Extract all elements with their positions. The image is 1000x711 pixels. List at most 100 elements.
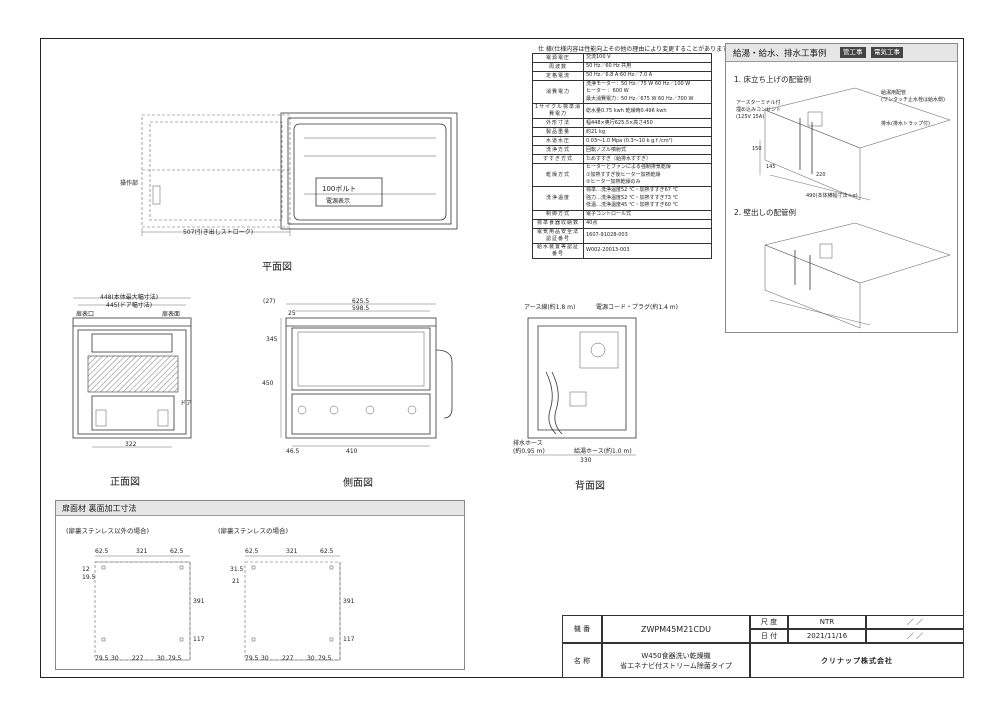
p2-top-0: 62.5 (245, 548, 259, 555)
plan-stroke-dim: 507(引き出しストローク) (183, 229, 254, 236)
back-label-1: 電源コード・プラグ(約1.4 m) (596, 304, 678, 311)
plan-tag-power: 電源表示 (326, 198, 351, 205)
tb-date: 2021/11/16 (788, 629, 866, 643)
tb-slash-2: ／ ／ (866, 629, 964, 643)
tb-scale: NTR (788, 615, 866, 629)
spec-key: 電源電圧 (532, 53, 584, 63)
proc-case-2: (扉裏ステンレスの場合) (218, 527, 289, 535)
p1-top-0: 62.5 (95, 548, 109, 555)
spec-key: 洗浄温度 (532, 186, 584, 211)
p1-bot-4: 79.5 (168, 655, 182, 662)
proc-panel: 扉面材 裏面加工寸法 (扉裏ステンレス以外の場合) (扉裏ステンレスの場合) (55, 500, 465, 670)
spec-value: W002-20013-003 (583, 242, 712, 259)
plan-view-label: 平面図 (262, 262, 292, 273)
spec-value: ためすすぎ（給排水すすぎ） (583, 154, 712, 165)
side-dim-7: 46.5 (286, 448, 300, 455)
spec-value: ヒーターとファンによる強制排気乾燥 ①加熱すすぎ後ヒーター加熱乾燥 ②ヒーター加… (583, 163, 712, 188)
front-label-1: 扉表面 (162, 311, 181, 318)
pipe-note-3: 排水(排水トラップ付) (881, 121, 930, 127)
front-label-0: 扉表口 (76, 311, 95, 318)
plan-view-drawing (141, 112, 458, 236)
p1-bot-3: 30 (157, 655, 165, 662)
back-view-label: 背面図 (575, 481, 605, 492)
spec-key: 消費電力 (532, 79, 584, 105)
p2-top-2: 62.5 (320, 548, 334, 555)
pipe-panel-title: 給湯・給水、排水工事例 (733, 49, 827, 59)
company-name: クリナップ株式会社 (750, 643, 964, 678)
p2-bot-0: 79.5 (245, 655, 259, 662)
p1-top-1: 321 (136, 548, 148, 555)
spec-key: 給水装置等認証番号 (532, 242, 584, 259)
side-dim-2: 598.5 (352, 305, 370, 312)
pipe-diagram-2 (764, 222, 951, 329)
front-dim-2: 322 (125, 441, 137, 448)
side-view-label: 側面図 (343, 478, 373, 489)
front-label-2: ドア (180, 400, 193, 407)
pipe-dim-0: 490(本体横幅寸法＋α) (806, 193, 858, 199)
spec-value: 0.03～1.0 Mpa (0.3～10 k g f /cm²) (583, 136, 712, 147)
p2-right-0: 391 (343, 598, 355, 605)
tb-name-1: W450食器洗い乾燥機 (641, 651, 711, 660)
p2-bot-1: 30 (261, 655, 269, 662)
spec-key: 水道水圧 (532, 136, 584, 147)
tb-scale-label: 尺 度 (750, 615, 788, 629)
spec-value: 交流100 V (583, 53, 712, 63)
p2-bot-2: 227 (282, 655, 294, 662)
pipe-panel: 給湯・給水、排水工事例 管工事 電気工事 1. 床立ち上げの配管例 2. 壁出し… (725, 43, 958, 333)
spec-key: 製品重量 (532, 127, 584, 138)
p1-bot-1: 30 (111, 655, 119, 662)
spec-row: 洗浄方式回転ノズル噴射式 (532, 145, 712, 156)
p1-bot-2: 227 (132, 655, 144, 662)
title-block: 機 番 ZWPM45M21CDU 尺 度 NTR ／ ／ 日 付 2021/11… (562, 615, 964, 678)
spec-key: 電気用品安全法 認証番号 (532, 227, 584, 244)
spec-row: 製品重量約21 kg (532, 127, 712, 138)
tb-model: ZWPM45M21CDU (602, 615, 750, 643)
side-dim-6: 410 (346, 448, 358, 455)
side-dim-1: 625.5 (352, 298, 370, 305)
side-dim-3: 25 (288, 310, 296, 317)
spec-value: 回転ノズル噴射式 (583, 145, 712, 156)
back-view-drawing (527, 317, 637, 456)
p2-bot-4: 79.5 (318, 655, 332, 662)
spec-row: 乾燥方式ヒーターとファンによる強制排気乾燥 ①加熱すすぎ後ヒーター加熱乾燥 ②ヒ… (532, 163, 712, 188)
p2-left-0: 31.5 (230, 566, 244, 573)
pipe-dim-1: 145 (766, 164, 776, 170)
spec-value: 電子コントロール式 (583, 209, 712, 220)
tb-name-label: 名 称 (562, 643, 602, 678)
pipe-dim-3: 150 (752, 146, 762, 152)
spec-key: 外形寸法 (532, 118, 584, 129)
p1-right-0: 391 (193, 598, 205, 605)
spec-key: 標準食器収納数 (532, 218, 584, 229)
spec-key: 洗浄方式 (532, 145, 584, 156)
spec-value: 洗浄モーター：50 Hz／75 W 60 Hz／100 W ヒーター ：600 … (583, 79, 712, 105)
spec-row: 消費電力洗浄モーター：50 Hz／75 W 60 Hz／100 W ヒーター ：… (532, 79, 712, 105)
spec-value: 標準…洗浄温度52 ℃・加熱すすぎ67 ℃ 強力…洗浄温度52 ℃・加熱すすぎ7… (583, 186, 712, 211)
back-label-0: アース線(約1.8 m) (524, 304, 576, 311)
back-label-4: 給湯ホース(約1.0 m) (574, 448, 632, 455)
plan-operation-label: 操作部 (120, 180, 139, 187)
drawing-frame (40, 38, 964, 678)
spec-value: 1607-91028-003 (583, 227, 712, 244)
spec-key: すすぎ方式 (532, 154, 584, 165)
back-dim-0: 330 (580, 457, 592, 464)
pipe-panel-header: 給湯・給水、排水工事例 管工事 電気工事 (726, 44, 957, 62)
tb-name-2: 省エネナビ付ストリーム除菌タイプ (620, 661, 732, 670)
spec-key: 制御方式 (532, 209, 584, 220)
side-dim-5: 450 (262, 380, 274, 387)
tb-name-cell: W450食器洗い乾燥機 省エネナビ付ストリーム除菌タイプ (602, 643, 750, 678)
p1-right-1: 117 (193, 636, 205, 643)
spec-row: 外形寸法幅448×奥行625.5×高さ450 (532, 118, 712, 129)
proc-diagram-2 (244, 555, 341, 661)
proc-panel-header: 扉面材 裏面加工寸法 (56, 501, 464, 516)
spec-value: 50 Hz／6.8 A 60 Hz／7.0 A (583, 71, 712, 81)
spec-key: 定格電流 (532, 71, 584, 81)
pipe-note-2: 給湯用配管 (ワンタッチ止水栓は給水側) (881, 90, 945, 103)
plan-tag-100v: 100ボルト (322, 185, 357, 193)
